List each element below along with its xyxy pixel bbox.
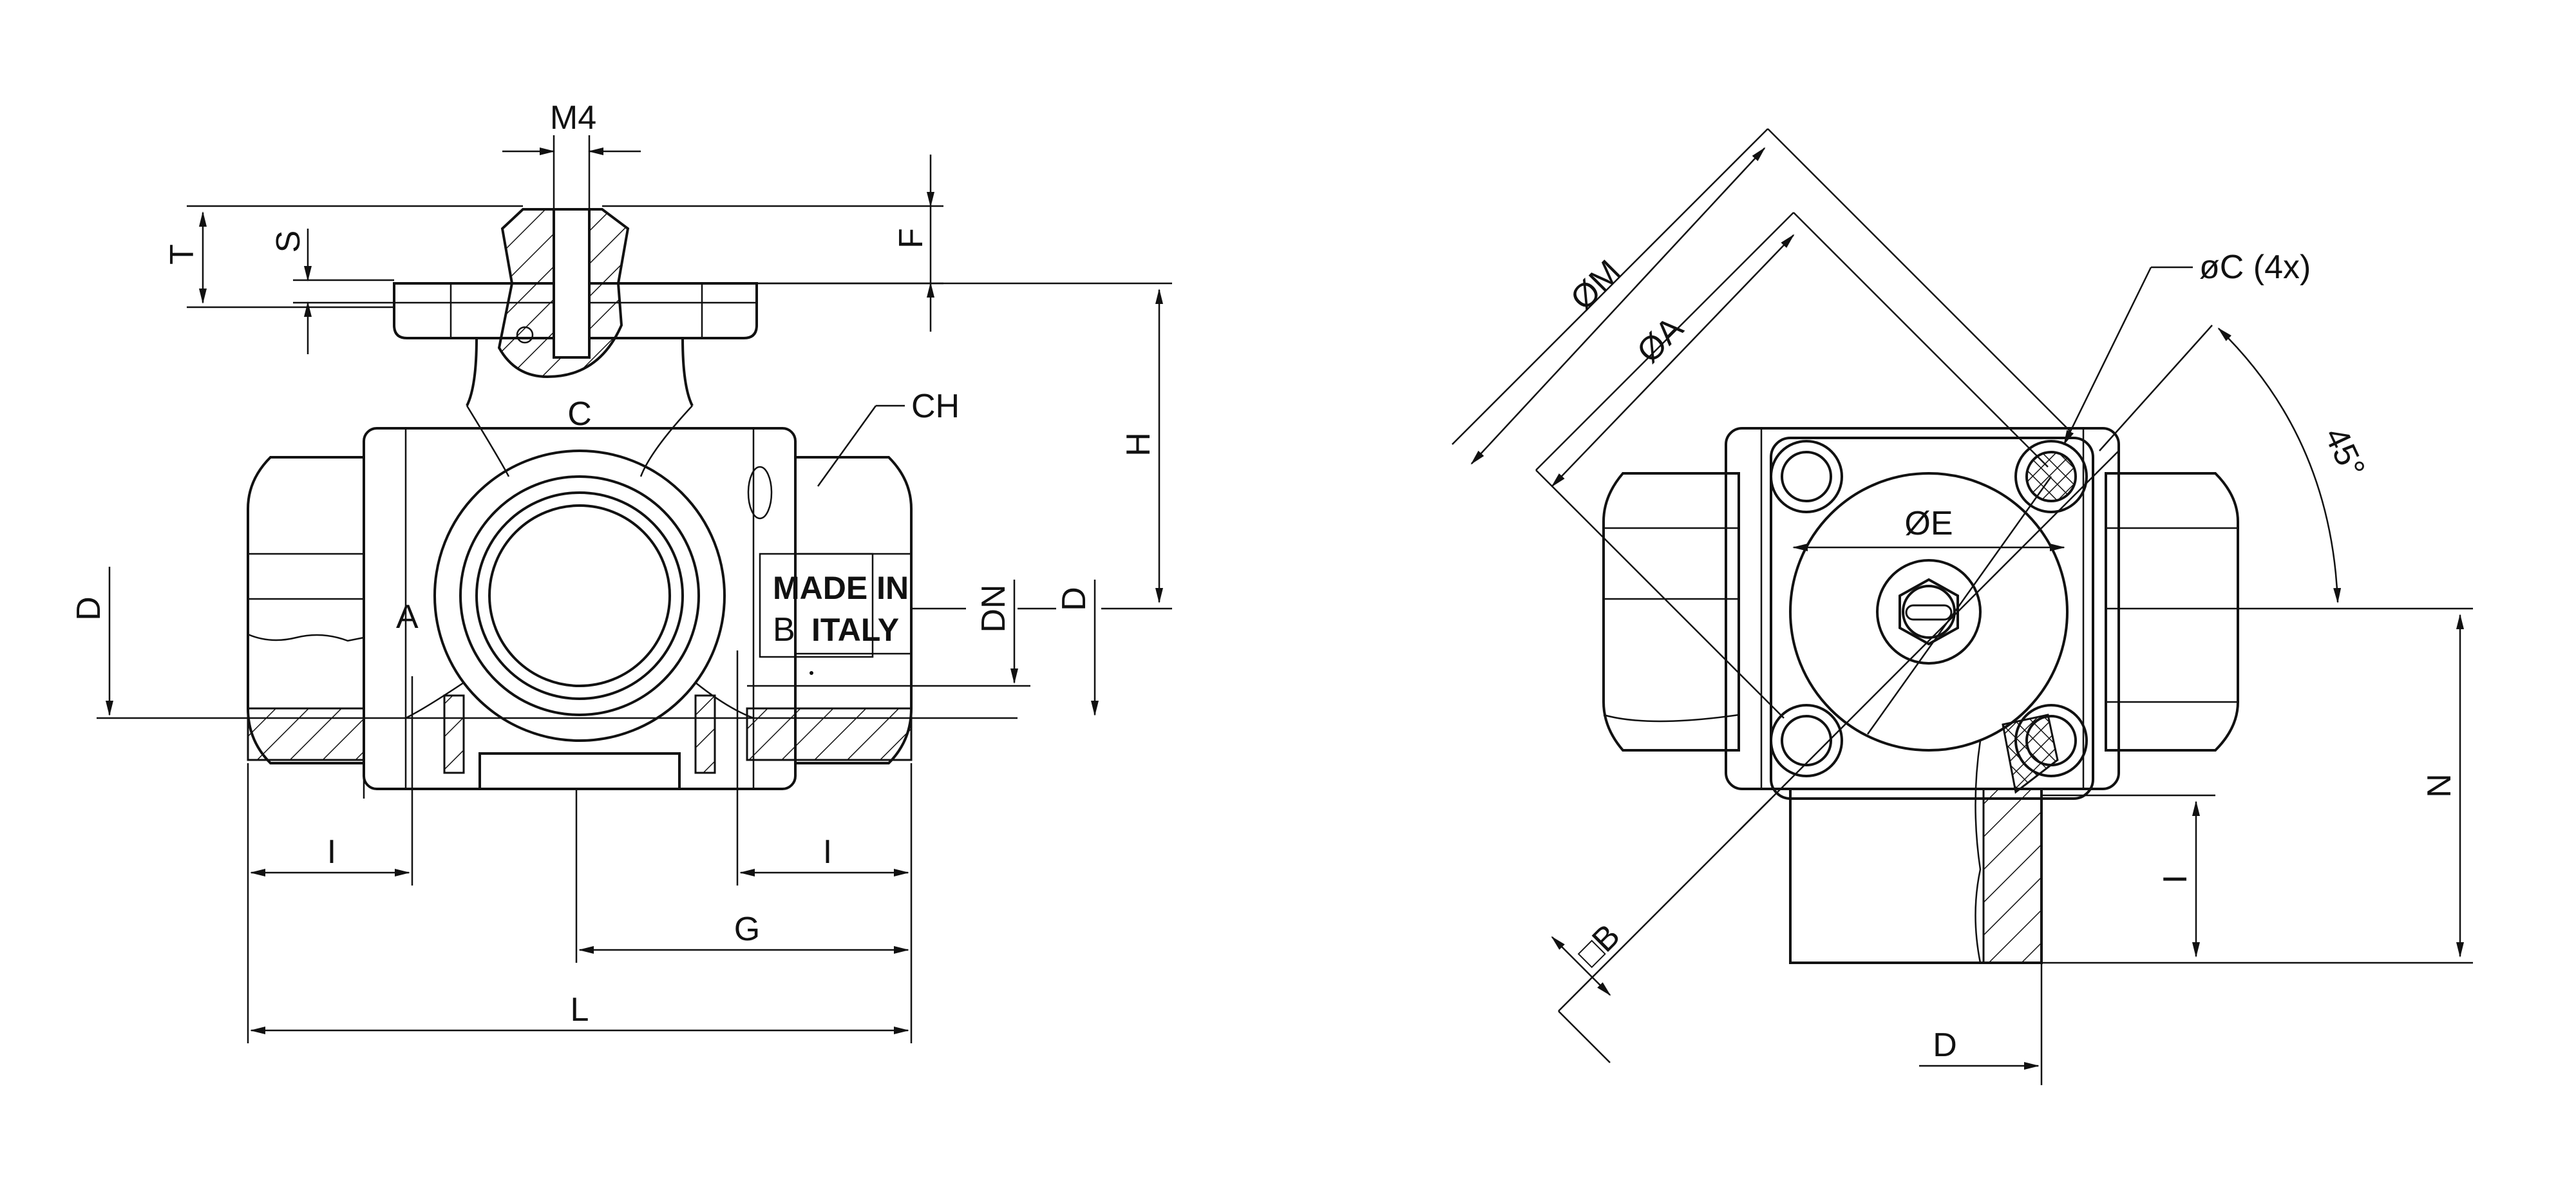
label-l: L bbox=[571, 991, 589, 1028]
bottom-port bbox=[405, 450, 813, 774]
dim-f: F bbox=[602, 155, 943, 332]
dim-g: G bbox=[575, 789, 909, 963]
label-dia-m: ØM bbox=[1564, 253, 1628, 317]
bolt-hole bbox=[1770, 704, 1843, 777]
dim-s: S bbox=[270, 229, 394, 354]
dim-l: L bbox=[250, 991, 909, 1034]
label-t: T bbox=[164, 244, 201, 265]
embossed-marking: MADE IN ITALY bbox=[773, 570, 909, 648]
label-m4: M4 bbox=[550, 99, 596, 137]
left-port bbox=[247, 456, 365, 799]
label-dia-a: ØA bbox=[1630, 310, 1690, 370]
leader-dia-c: øC (4x) bbox=[2063, 249, 2311, 446]
dim-dia-e: ØE bbox=[1792, 505, 2065, 551]
valve-body bbox=[363, 427, 797, 790]
top-view: ØM ØA □B ØE øC (4x) 4 bbox=[1452, 128, 2473, 1085]
label-h: H bbox=[1120, 432, 1157, 457]
diagonal-dims: ØM ØA □B bbox=[1452, 128, 2119, 1063]
dim-m4: M4 bbox=[502, 99, 641, 209]
top-right-port bbox=[2105, 472, 2239, 752]
top-left-port bbox=[1602, 472, 1740, 752]
dim-i-left: I bbox=[247, 676, 413, 1043]
stem-section bbox=[497, 208, 630, 379]
label-ch: CH bbox=[911, 388, 960, 425]
label-d-left: D bbox=[70, 596, 108, 621]
label-a: A bbox=[396, 598, 419, 636]
label-i-top: I bbox=[2157, 875, 2194, 884]
stem-top bbox=[1876, 559, 1982, 665]
section-cutout bbox=[2002, 714, 2059, 794]
right-port bbox=[746, 456, 913, 764]
top-bottom-port bbox=[1789, 740, 2043, 964]
body-neck bbox=[466, 337, 694, 477]
label-d-right: D bbox=[1056, 587, 1093, 611]
label-g: G bbox=[734, 911, 760, 948]
dim-i-top: I bbox=[2041, 794, 2215, 958]
front-view: MADE IN ITALY M4 T S bbox=[70, 99, 1172, 1043]
label-i-right: I bbox=[823, 833, 832, 871]
dim-i-right: I bbox=[736, 650, 913, 1043]
label-i-left: I bbox=[327, 833, 336, 871]
dim-d-top: D bbox=[1919, 963, 2043, 1085]
label-n: N bbox=[2421, 773, 2458, 798]
label-d-top: D bbox=[1933, 1027, 1957, 1064]
label-c: C bbox=[567, 395, 592, 433]
emboss-line-2: ITALY bbox=[811, 612, 899, 648]
emboss-line-1: MADE IN bbox=[773, 570, 909, 606]
leader-ch: CH bbox=[817, 388, 960, 487]
dim-dn: DN bbox=[747, 580, 1056, 687]
top-flange bbox=[1770, 437, 2094, 800]
bolt-hole bbox=[1770, 440, 1843, 513]
label-b: B bbox=[773, 611, 795, 649]
label-dia-e: ØE bbox=[1904, 505, 1953, 542]
dim-h: H bbox=[757, 282, 1172, 610]
label-angle: 45° bbox=[2317, 422, 2372, 484]
label-s: S bbox=[270, 231, 307, 253]
label-dia-c: øC (4x) bbox=[2199, 249, 2311, 286]
label-dn: DN bbox=[975, 584, 1012, 632]
dim-n: N bbox=[2041, 607, 2473, 964]
dim-d-left: D bbox=[70, 567, 113, 716]
dim-t: T bbox=[164, 205, 523, 308]
dim-angle: 45° bbox=[2099, 325, 2372, 603]
label-f: F bbox=[893, 228, 930, 249]
dim-d-right: D bbox=[1056, 580, 1099, 716]
